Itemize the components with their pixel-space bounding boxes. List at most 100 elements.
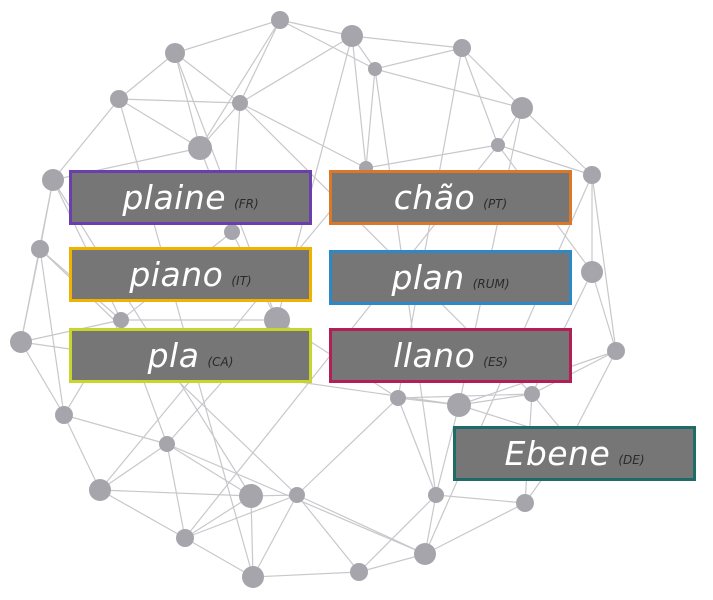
network-edge	[174, 52, 241, 104]
network-edge	[351, 35, 367, 169]
network-node	[264, 307, 290, 333]
network-edge	[63, 414, 101, 491]
network-edge	[239, 19, 281, 104]
network-node	[524, 386, 540, 402]
network-edge	[531, 350, 617, 395]
network-node	[516, 494, 534, 512]
network-node	[113, 312, 129, 328]
network-edge	[166, 443, 186, 539]
network-edge	[166, 443, 252, 497]
network-edge	[199, 19, 281, 149]
network-node	[159, 436, 175, 452]
network-edge	[252, 571, 360, 578]
network-node	[10, 331, 32, 353]
network-node	[453, 39, 471, 57]
network-node	[188, 136, 212, 160]
network-node	[414, 543, 436, 565]
network-edge	[521, 107, 593, 176]
language-code: (DE)	[618, 452, 645, 467]
network-node	[511, 97, 533, 119]
network-edge	[435, 404, 460, 496]
network-edge	[591, 271, 617, 352]
language-code: (PT)	[483, 196, 508, 211]
term-box-ca: pla (CA)	[69, 328, 312, 383]
network-edge	[184, 495, 252, 539]
network-node	[390, 390, 406, 406]
network-edge	[424, 502, 526, 555]
term-word: chão	[393, 178, 476, 217]
network-edge	[358, 553, 426, 573]
network-node	[31, 240, 49, 258]
network-node	[271, 11, 289, 29]
network-node	[110, 90, 128, 108]
term-box-es: llano (ES)	[329, 328, 572, 383]
term-word: piano	[129, 255, 224, 294]
network-edge	[569, 350, 617, 441]
network-node	[341, 25, 363, 47]
network-edge	[63, 414, 168, 445]
language-code: (FR)	[234, 196, 259, 211]
network-node	[242, 566, 264, 588]
network-node	[581, 261, 603, 283]
network-edge	[397, 397, 437, 496]
network-edge	[458, 393, 533, 406]
network-edge	[118, 52, 176, 100]
network-node	[165, 43, 185, 63]
network-node	[447, 393, 471, 417]
network-edge	[296, 494, 360, 573]
network-edge	[99, 489, 252, 497]
network-edge	[184, 537, 254, 578]
network-node	[368, 62, 382, 76]
network-edge	[174, 19, 281, 54]
network-node	[583, 166, 601, 184]
network-node	[607, 342, 625, 360]
network-edge	[250, 495, 254, 578]
term-word: pla	[147, 336, 200, 375]
network-edge	[296, 494, 426, 555]
network-edge	[99, 443, 168, 491]
network-edge	[279, 19, 353, 37]
language-code: (IT)	[231, 273, 252, 288]
network-node	[289, 487, 305, 503]
language-code: (ES)	[483, 354, 508, 369]
network-edge	[365, 144, 499, 169]
language-code: (CA)	[207, 354, 234, 369]
term-word: llano	[393, 336, 476, 375]
term-box-it: piano (IT)	[69, 247, 312, 302]
term-box-de: Ebene (DE)	[453, 426, 696, 481]
network-edge	[252, 494, 298, 578]
network-edge	[239, 102, 367, 169]
network-edge	[351, 35, 463, 49]
term-box-rum: plan (RUM)	[329, 250, 572, 305]
network-edge	[374, 47, 463, 70]
network-edge	[184, 494, 298, 539]
network-edge	[239, 35, 353, 104]
network-edge	[591, 174, 617, 352]
language-code: (RUM)	[472, 276, 510, 291]
network-edge	[118, 98, 201, 149]
network-node	[232, 95, 248, 111]
network-node	[350, 563, 368, 581]
network-edge	[296, 397, 399, 496]
network-edge	[39, 248, 65, 416]
network-edge	[118, 98, 241, 104]
network-node	[42, 169, 64, 191]
network-node	[89, 479, 111, 501]
network-node	[224, 224, 240, 240]
network-edge	[461, 47, 523, 109]
network-edge	[52, 98, 120, 181]
network-edge	[20, 341, 65, 416]
network-node	[428, 487, 444, 503]
network-node	[491, 138, 505, 152]
term-word: plan	[391, 258, 465, 297]
network-edge	[358, 494, 437, 573]
network-edge	[99, 489, 186, 539]
network-edge	[279, 19, 376, 70]
network-node	[176, 529, 194, 547]
term-word: Ebene	[504, 434, 611, 473]
network-node	[55, 406, 73, 424]
term-box-pt: chão (PT)	[329, 170, 572, 225]
network-edge	[365, 68, 376, 169]
